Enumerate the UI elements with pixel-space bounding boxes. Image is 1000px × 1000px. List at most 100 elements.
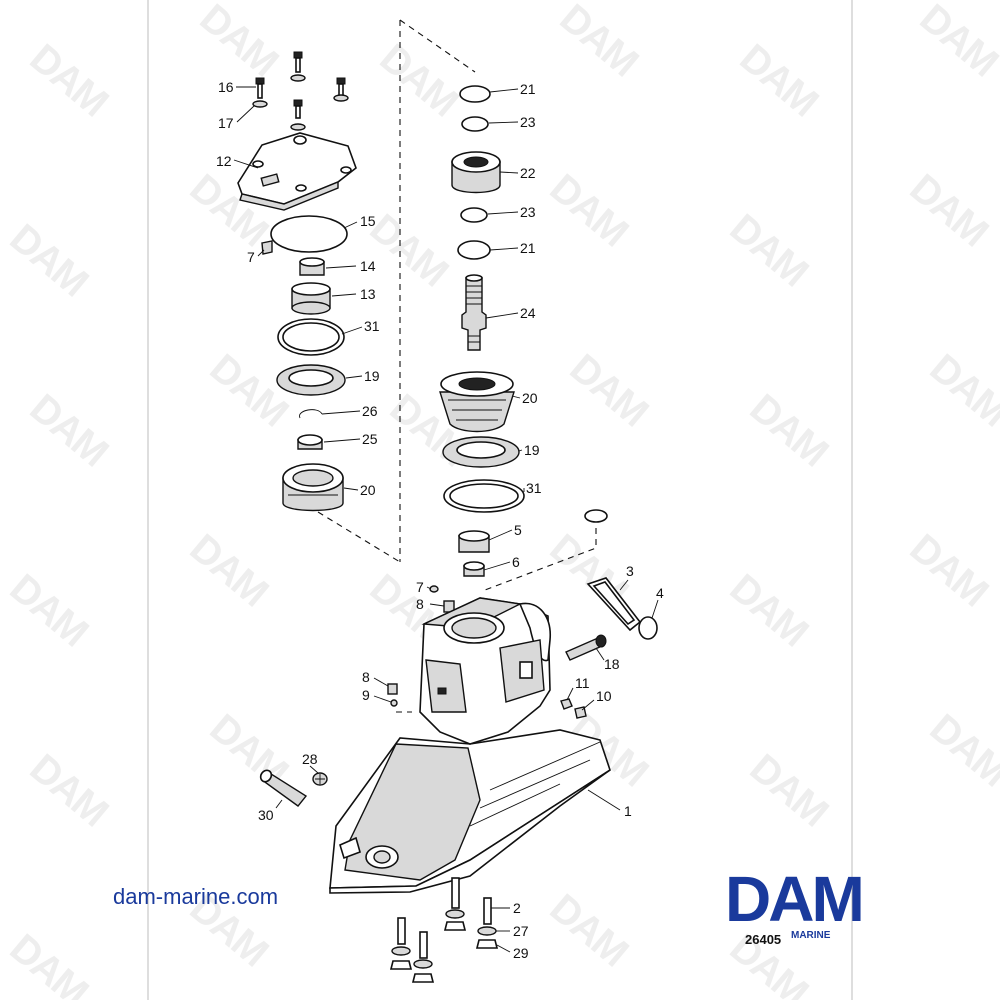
part-plug-7b [429,585,439,593]
label-18: 18 [604,656,620,672]
label-5: 5 [514,522,522,538]
watermark-text: DAM [22,746,115,834]
label-23b: 23 [520,204,536,220]
label-30: 30 [258,807,274,823]
watermark-text: DAM [732,36,825,124]
label-31b: 31 [526,480,542,496]
watermark-text: DAM [202,346,295,434]
label-2: 2 [513,900,521,916]
watermark-text: DAM [552,0,645,84]
watermark-text: DAM [22,36,115,124]
watermark-text: DAM [742,746,835,834]
label-11: 11 [575,675,590,691]
part-washer-23b [460,207,488,223]
part-tube-30 [259,769,308,807]
label-23a: 23 [520,114,536,130]
part-bearing-25 [297,434,323,450]
watermark-text: DAM [722,206,815,294]
part-cover-12 [237,132,357,211]
label-27: 27 [513,923,529,939]
label-8b: 8 [362,669,370,685]
diagram-reference-number: 26405 [745,932,782,947]
part-screws-16 [255,51,346,119]
part-nuts-29 [389,921,499,983]
watermark-text: DAM [912,0,1000,84]
part-nut-11 [560,698,573,710]
watermark-text: DAM [372,36,465,124]
part-washers-17 [252,74,349,131]
watermark-text: DAM [192,0,285,84]
part-shim-31a [277,318,345,356]
part-oring-15 [270,215,348,253]
watermark-text: DAM [922,706,1000,794]
part-thrust-bearing-19b [442,436,520,468]
label-10: 10 [596,688,612,704]
label-28: 28 [302,751,318,767]
label-19a: 19 [364,368,380,384]
watermark-text: DAM [542,886,635,974]
label-8a: 8 [416,596,424,612]
label-21b: 21 [520,240,536,256]
part-shim-31b [443,479,525,513]
part-gear-housing-1 [329,597,611,894]
label-1: 1 [624,803,632,819]
label-3: 3 [626,563,634,579]
label-19b: 19 [524,442,540,458]
part-oring-4 [638,616,658,640]
label-16: 16 [218,79,234,95]
part-gear-20b [439,371,515,433]
part-bushing-14 [299,257,325,276]
part-plug-7 [261,240,273,255]
part-gear-20a [282,463,344,512]
label-7b: 7 [416,579,424,595]
part-bearing-cup-5 [458,530,490,553]
label-6: 6 [512,554,520,570]
label-13: 13 [360,286,376,302]
label-21a: 21 [520,81,536,97]
part-washer-23a [461,116,489,132]
part-bearing-22 [451,151,501,194]
watermark-text: DAM [182,526,275,614]
watermark-text: DAM [2,566,95,654]
part-nut-10 [574,706,587,719]
label-12: 12 [216,153,232,169]
watermark-text: DAM [722,566,815,654]
part-plug-28 [312,772,328,786]
label-20a: 20 [360,482,376,498]
part-plug-9 [390,699,398,707]
label-9: 9 [362,687,370,703]
assembly-dashed-lines [317,19,597,713]
label-26: 26 [362,403,378,419]
logo-subtitle: MARINE [791,930,831,941]
watermark-text: DAM [902,166,995,254]
part-thrust-bearing-19a [276,364,346,396]
label-20b: 20 [522,390,538,406]
watermark-text: DAM [542,166,635,254]
part-washers-27 [391,909,497,969]
part-washer-21a [459,85,491,103]
watermark-text: DAM [922,346,1000,434]
watermark-text: DAM [902,526,995,614]
label-4: 4 [656,585,664,601]
dam-marine-logo: DAM MARINE [725,863,910,950]
label-29: 29 [513,945,529,961]
leader-lines [233,86,659,953]
part-bushing-6 [463,561,485,577]
label-17: 17 [218,115,234,131]
watermark-text: DAM [2,216,95,304]
label-25: 25 [362,431,378,447]
label-7a: 7 [247,249,255,265]
part-insert-18 [565,634,607,661]
part-retainer-26 [299,409,323,419]
part-pin-8b [387,683,398,695]
part-bearing-cup-13 [291,282,331,315]
label-24: 24 [520,305,536,321]
watermark-text: DAM [562,346,655,434]
website-link[interactable]: dam-marine.com [113,884,279,909]
logo-wordmark: DAM [725,863,865,935]
watermark-text: DAM [362,206,455,294]
label-22: 22 [520,165,536,181]
watermark-text: DAM [2,926,95,1000]
part-plug-top [584,509,608,523]
